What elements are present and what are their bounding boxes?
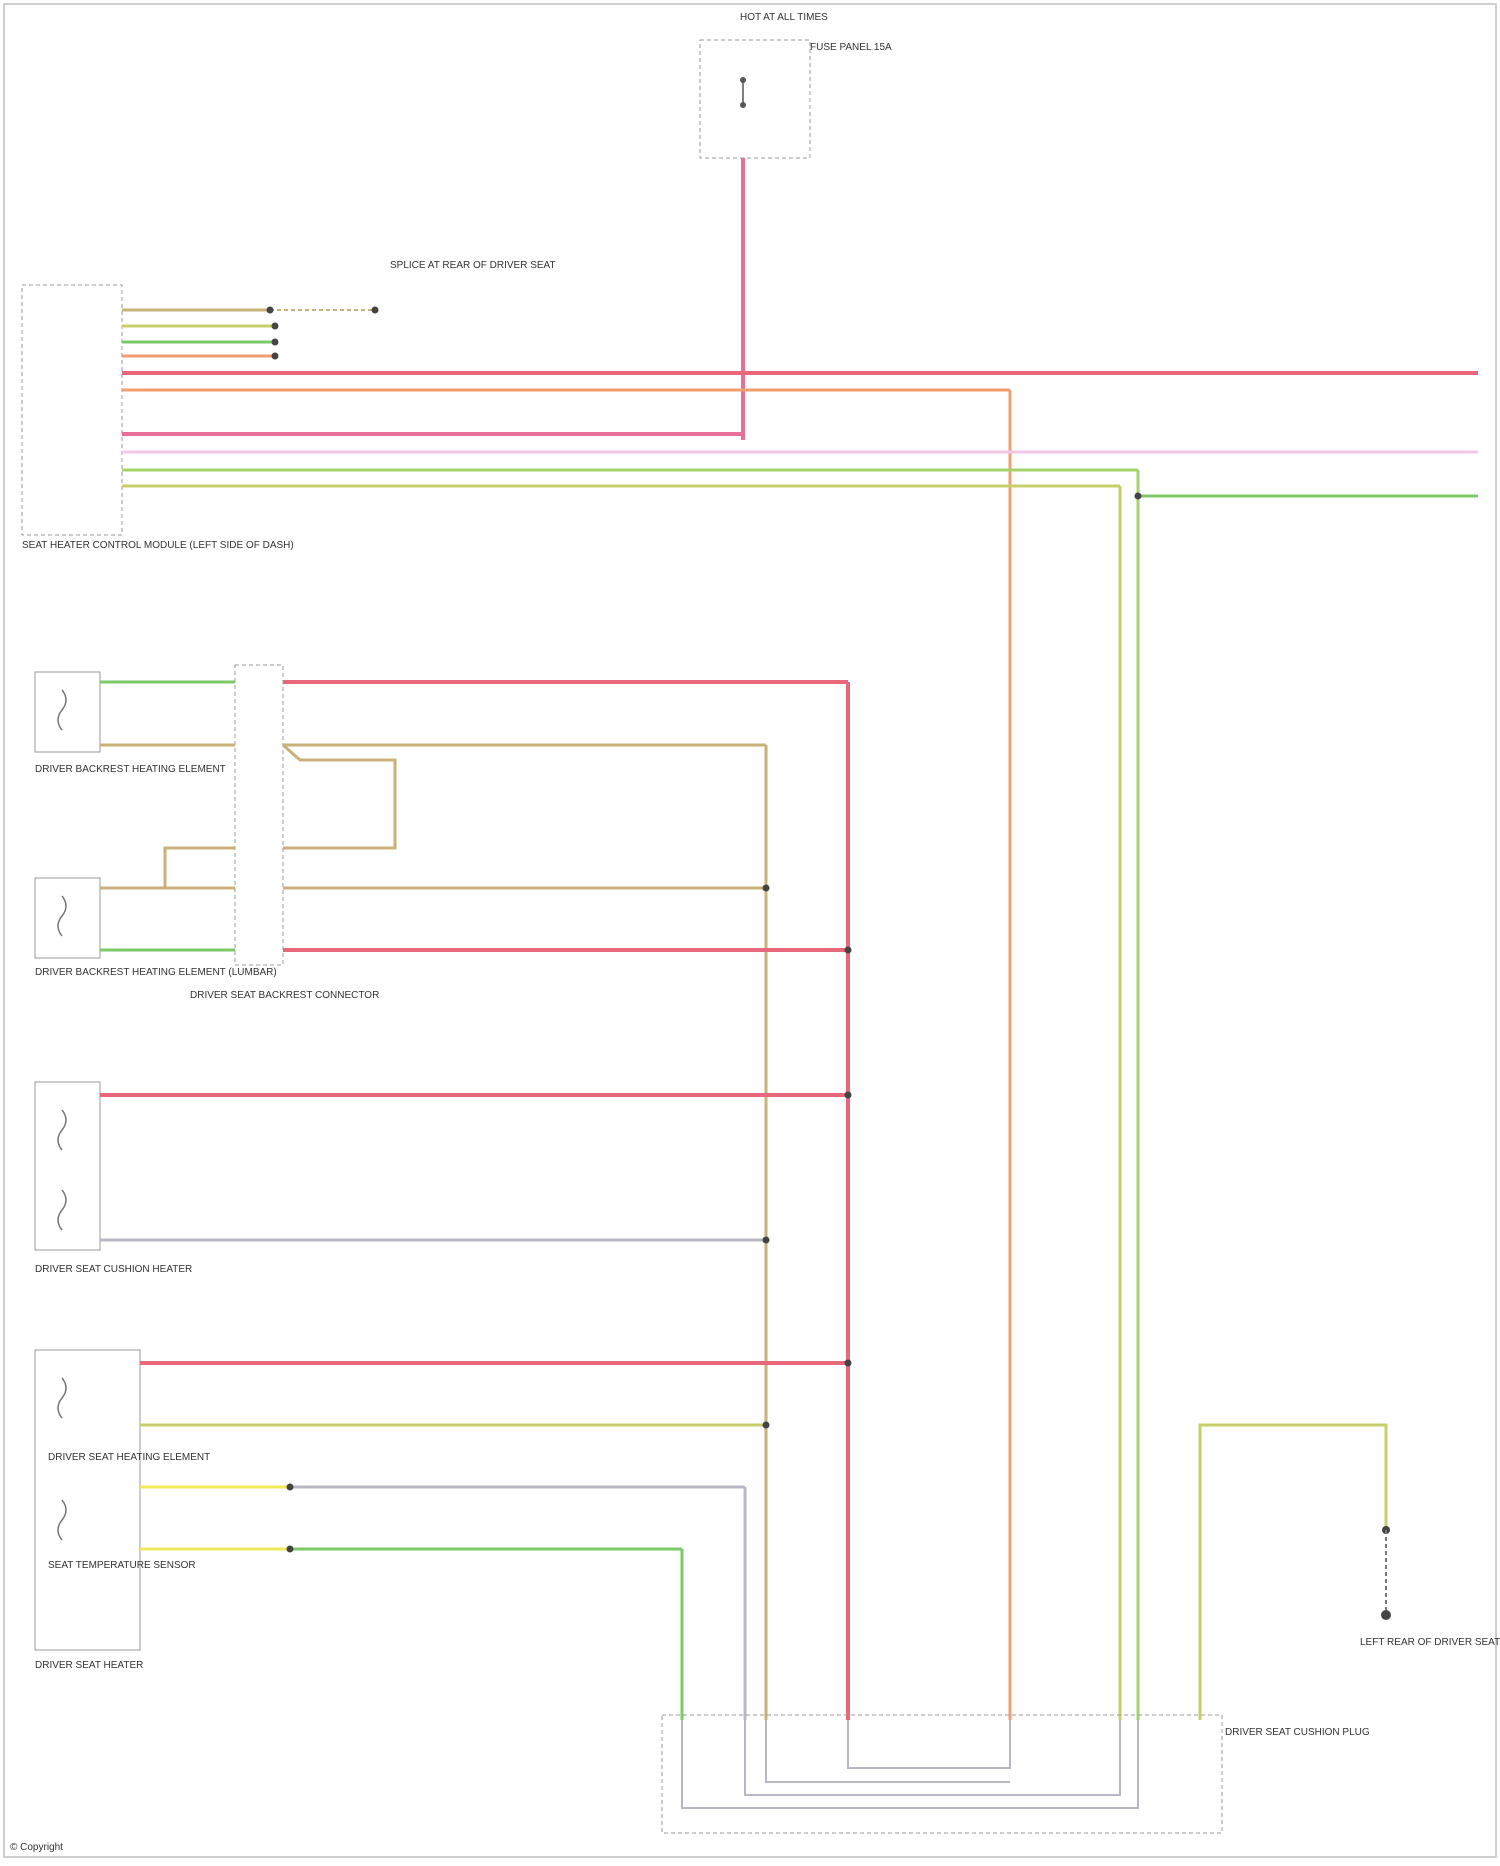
temp-sensor-label: SEAT TEMPERATURE SENSOR (48, 1560, 196, 1571)
driver-seat-heater-box (35, 1350, 140, 1650)
fuse-box (700, 40, 810, 158)
splice-node (1135, 493, 1142, 500)
splice-node (763, 1237, 770, 1244)
driver-seat-heater-label: DRIVER SEAT HEATER (35, 1660, 143, 1671)
module-label: SEAT HEATER CONTROL MODULE (LEFT SIDE OF… (22, 540, 294, 551)
splice-node (763, 1422, 770, 1429)
backrest2-label: DRIVER BACKREST HEATING ELEMENT (LUMBAR) (35, 967, 277, 978)
fuse-panel-label: FUSE PANEL 15A (810, 42, 892, 53)
splice-node (272, 339, 279, 346)
splice-node (763, 885, 770, 892)
splice-node (287, 1484, 294, 1491)
seat-heater-control-module (22, 285, 122, 535)
heater-coil-icon (58, 896, 66, 936)
splice-node (845, 947, 852, 954)
splice-node (272, 323, 279, 330)
footer-copyright: © Copyright (10, 1842, 63, 1853)
bottom-connector-label: DRIVER SEAT CUSHION PLUG (1225, 1727, 1370, 1738)
cushion-heater-box (35, 1082, 100, 1250)
cushion-label: DRIVER SEAT CUSHION HEATER (35, 1264, 192, 1275)
splice-node (287, 1546, 294, 1553)
backrest-connector (235, 665, 283, 965)
heater-coil-icon (58, 1110, 66, 1150)
wire-ground (1200, 1425, 1386, 1720)
splice-label: SPLICE AT REAR OF DRIVER SEAT (390, 260, 556, 271)
splice-node (272, 353, 279, 360)
ground-icon (1381, 1610, 1391, 1620)
splice-node (845, 1092, 852, 1099)
splice-node (845, 1360, 852, 1367)
backrest-element-box (35, 672, 100, 752)
ground-label: LEFT REAR OF DRIVER SEAT (1360, 1637, 1500, 1648)
wire-return-loop (848, 1720, 1010, 1768)
heater-coil-icon (58, 1378, 66, 1418)
wire-return-loop (766, 1720, 1010, 1782)
sensor-icon (58, 1500, 66, 1540)
page-border (4, 4, 1496, 1857)
backrest1-label: DRIVER BACKREST HEATING ELEMENT (35, 764, 226, 775)
wire-backrest-loop (283, 745, 395, 848)
wire-return-loop (745, 1720, 1120, 1795)
seat-heat-label: DRIVER SEAT HEATING ELEMENT (48, 1452, 210, 1463)
heater-coil-icon (58, 690, 66, 730)
heater-coil-icon (58, 1190, 66, 1230)
splice-node (267, 307, 274, 314)
splice-node (372, 307, 379, 314)
connector-label: DRIVER SEAT BACKREST CONNECTOR (190, 990, 379, 1001)
backrest-element-box (35, 878, 100, 958)
wire-backrest-loop (165, 848, 235, 888)
hot-at-all-times-label: HOT AT ALL TIMES (740, 12, 828, 23)
